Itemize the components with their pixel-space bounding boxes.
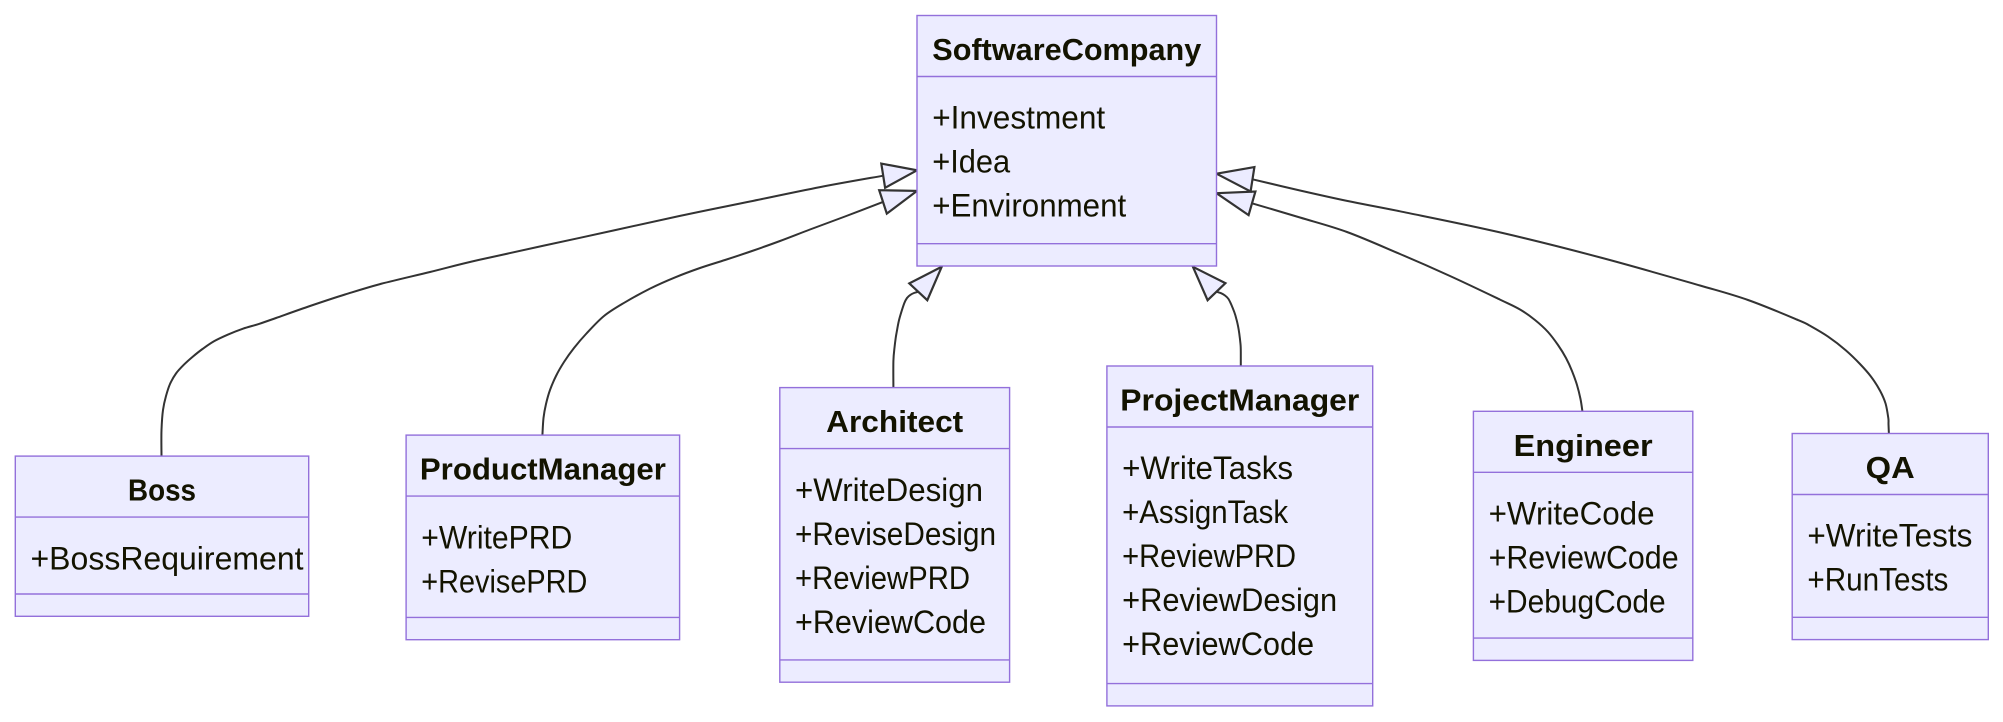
svg-text:+WriteTests: +WriteTests [1807,518,1972,554]
svg-text:+Environment: +Environment [932,188,1126,224]
svg-text:+WriteDesign: +WriteDesign [795,472,983,508]
svg-text:+ReviewPRD: +ReviewPRD [1122,538,1296,574]
svg-text:+ReviewPRD: +ReviewPRD [795,560,970,596]
svg-text:+ReviewCode: +ReviewCode [1489,540,1679,576]
svg-text:+Investment: +Investment [932,100,1105,136]
svg-text:Architect: Architect [826,404,963,439]
svg-text:+ReviseDesign: +ReviseDesign [795,516,996,552]
svg-text:ProjectManager: ProjectManager [1120,383,1359,418]
svg-text:+AssignTask: +AssignTask [1122,494,1289,530]
svg-text:SoftwareCompany: SoftwareCompany [932,32,1202,67]
svg-text:+WriteTasks: +WriteTasks [1122,450,1293,486]
svg-text:ProductManager: ProductManager [420,452,666,487]
svg-text:+ReviewDesign: +ReviewDesign [1122,582,1337,618]
svg-text:+DebugCode: +DebugCode [1489,584,1666,620]
svg-text:+WritePRD: +WritePRD [421,519,572,555]
svg-text:+RevisePRD: +RevisePRD [421,563,587,599]
svg-text:+WriteCode: +WriteCode [1489,496,1655,532]
svg-text:Boss: Boss [128,473,196,508]
svg-text:+RunTests: +RunTests [1807,562,1948,598]
svg-text:+Idea: +Idea [932,144,1010,180]
svg-text:+ReviewCode: +ReviewCode [795,604,986,640]
svg-text:QA: QA [1866,450,1915,485]
svg-text:+ReviewCode: +ReviewCode [1122,626,1314,662]
svg-text:+BossRequirement: +BossRequirement [31,540,304,576]
svg-text:Engineer: Engineer [1514,428,1653,463]
